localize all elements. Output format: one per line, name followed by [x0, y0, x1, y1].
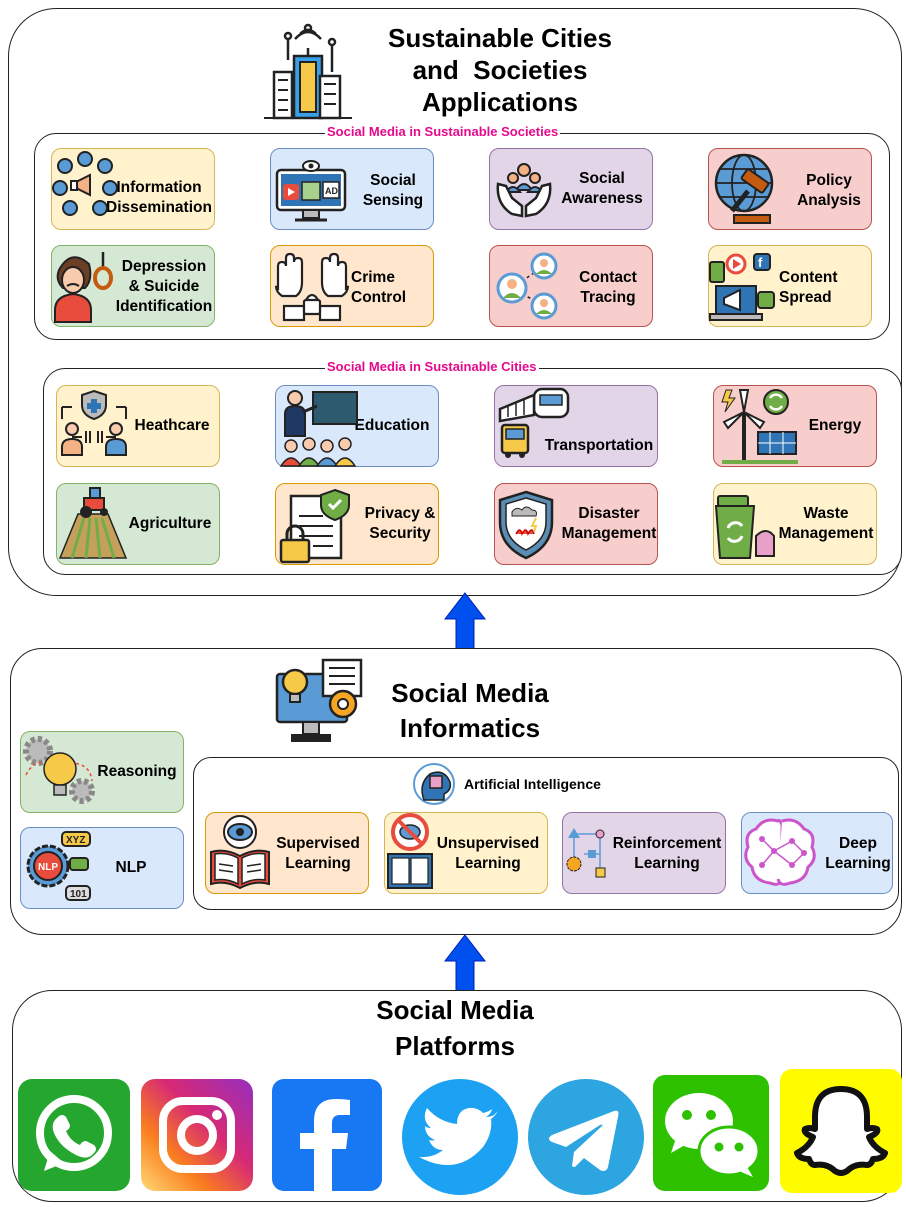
arrow-up-icon	[443, 934, 487, 994]
card-label: Policy	[806, 172, 852, 189]
card-label: Transportation	[544, 437, 654, 454]
hands-lock-icon	[274, 252, 350, 322]
person-noose-icon	[54, 252, 113, 323]
card-label: Management	[561, 525, 657, 542]
cities-title: Social Media in Sustainable Cities	[325, 359, 539, 374]
smart-city-icon	[264, 23, 352, 120]
svg-text:f: f	[758, 255, 763, 270]
svg-text:AD: AD	[325, 186, 338, 196]
telegram-icon[interactable]	[528, 1079, 644, 1195]
facebook-icon[interactable]	[272, 1079, 382, 1191]
card-label: Identification	[115, 298, 213, 315]
disaster-shield-icon	[498, 490, 554, 560]
title-line: Applications	[421, 87, 578, 117]
card-label: Dissemination	[106, 199, 212, 216]
card-label: Energy	[808, 417, 862, 434]
card-label: Management	[778, 525, 874, 542]
card-label: Supervised	[276, 835, 360, 852]
card-label: Privacy &	[364, 505, 436, 522]
ai-title: Artificial Intelligence	[464, 776, 601, 792]
title-line: Platforms	[395, 1031, 515, 1061]
computer-lightbulb-gear-icon	[275, 658, 363, 742]
snapchat-icon[interactable]	[780, 1069, 902, 1193]
societies-title: Social Media in Sustainable Societies	[325, 124, 561, 139]
card-label: NLP	[115, 859, 147, 876]
card-label: Waste	[803, 505, 849, 522]
card-label: Learning	[285, 855, 351, 872]
card-label: Unsupervised	[436, 835, 540, 852]
laptop-megaphone-icon: f	[709, 253, 775, 321]
card-label: Spread	[779, 289, 832, 306]
card-label: Education	[354, 417, 430, 434]
card-label: Learning	[825, 855, 891, 872]
card-label: Sensing	[362, 192, 424, 209]
card-label: Heathcare	[134, 417, 210, 434]
platforms-title: Social Media Platforms	[330, 992, 580, 1064]
title-line: Sustainable Cities	[388, 23, 612, 53]
title-line: Informatics	[399, 713, 541, 743]
card-label: & Suicide	[128, 278, 200, 295]
card-label: Learning	[455, 855, 521, 872]
book-eye-icon	[210, 815, 270, 890]
instagram-icon[interactable]	[141, 1079, 253, 1191]
card-label: Agriculture	[128, 515, 212, 532]
book-no-eye-icon	[387, 813, 433, 889]
doctors-shield-icon	[61, 389, 127, 456]
globe-gavel-icon	[714, 153, 774, 224]
card-label: Tracing	[580, 289, 636, 306]
title-line: and Societies	[412, 55, 588, 85]
card-social-awareness[interactable]: Social Awareness	[489, 148, 653, 230]
card-label: Crime	[351, 269, 395, 286]
card-label: Information	[116, 179, 202, 196]
arrow-up-icon	[443, 592, 487, 652]
card-label: Depression	[121, 258, 207, 275]
monitor-ad-icon: AD	[275, 160, 347, 222]
twitter-icon[interactable]	[402, 1079, 518, 1195]
svg-text:101: 101	[70, 889, 87, 900]
flowchart-icon	[566, 828, 606, 878]
people-network-megaphone-icon	[52, 151, 118, 216]
card-label: Social	[370, 172, 416, 189]
card-label: Deep	[839, 835, 877, 852]
nlp-gear-icon: XYZ NLP 101	[26, 831, 91, 901]
wechat-icon[interactable]	[653, 1075, 769, 1191]
title-line: Social Media	[391, 678, 549, 708]
card-label: Security	[369, 525, 431, 542]
document-lock-icon	[279, 488, 350, 564]
applications-title: Sustainable Cities and Societies Applica…	[360, 22, 640, 118]
contact-network-icon	[496, 252, 558, 320]
card-label: Awareness	[561, 190, 643, 207]
svg-text:NLP: NLP	[38, 862, 58, 873]
card-label: Analysis	[797, 192, 861, 209]
wind-solar-icon	[721, 389, 798, 464]
card-label: Reinforcement	[612, 835, 722, 852]
brain-network-icon	[744, 818, 816, 886]
ai-head-icon	[413, 763, 455, 805]
whatsapp-icon[interactable]	[18, 1079, 130, 1191]
card-label: Content	[779, 269, 838, 286]
train-bus-icon	[498, 387, 570, 458]
card-label: Control	[351, 289, 407, 306]
card-label: Contact	[579, 269, 637, 286]
card-label: Learning	[634, 855, 700, 872]
card-label: Social	[579, 170, 625, 187]
tractor-field-icon	[58, 487, 128, 559]
waste-bin-icon	[714, 495, 775, 559]
card-label: Reasoning	[97, 763, 177, 780]
informatics-title: Social Media Informatics	[360, 676, 580, 746]
svg-text:XYZ: XYZ	[66, 835, 85, 846]
title-line: Social Media	[376, 995, 534, 1025]
card-label: Disaster	[578, 505, 640, 522]
gears-lightbulb-icon	[23, 736, 95, 804]
hands-people-icon	[496, 163, 552, 218]
classroom-icon	[279, 390, 358, 467]
card-nlp[interactable]: NLP	[20, 827, 184, 909]
